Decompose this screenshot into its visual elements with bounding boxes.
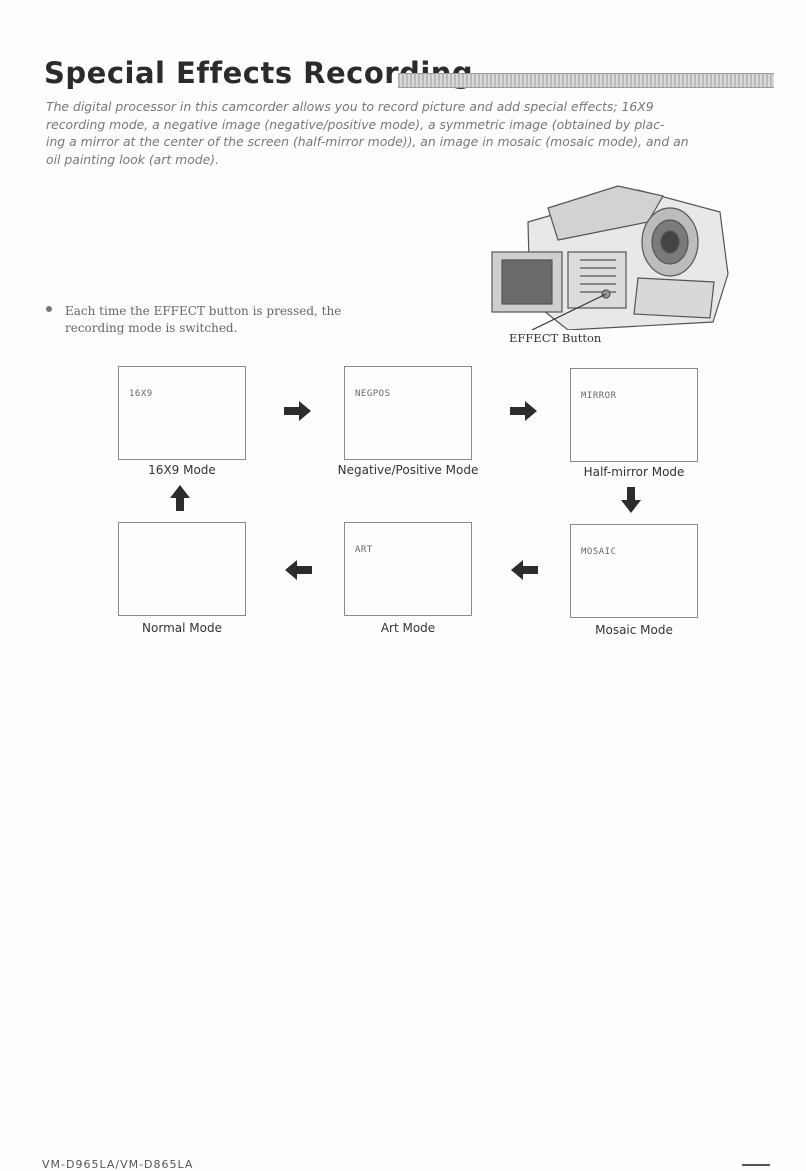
intro-line: recording mode, a negative image (negati… xyxy=(46,116,665,132)
model-footer: VM-D965LA/VM-D865LA xyxy=(42,1158,194,1171)
osd-text: NEGPOS xyxy=(355,389,391,399)
caption-art-mode: Art Mode xyxy=(380,621,436,635)
screen-art: ART xyxy=(344,522,472,616)
bullet-dot xyxy=(46,306,52,312)
caption-16x9-mode: 16X9 Mode xyxy=(148,463,216,477)
osd-text: MIRROR xyxy=(581,391,617,401)
intro-paragraph: The digital processor in this camcorder … xyxy=(46,98,776,168)
arrow-left-icon xyxy=(511,560,538,580)
intro-line: The digital processor in this camcorder … xyxy=(46,99,654,114)
caption-mosaic-mode: Mosaic Mode xyxy=(595,623,673,637)
bullet-line: Each time the EFFECT button is pressed, … xyxy=(65,304,342,318)
intro-line: oil painting look (art mode). xyxy=(46,151,220,167)
caption-negpos-mode: Negative/Positive Mode xyxy=(337,463,479,477)
osd-text: 16X9 xyxy=(129,389,153,399)
screen-mosaic: MOSAIC xyxy=(570,524,698,618)
arrow-right-icon xyxy=(284,401,311,421)
title-rule xyxy=(398,73,774,88)
screen-negpos: NEGPOS xyxy=(344,366,472,460)
arrow-up-icon xyxy=(170,485,190,511)
camcorder-illustration xyxy=(491,185,729,330)
page-number-rule xyxy=(742,1164,770,1166)
bullet-note: Each time the EFFECT button is pressed, … xyxy=(46,303,406,337)
arrow-left-icon xyxy=(285,560,312,580)
osd-text: MOSAIC xyxy=(581,547,617,557)
intro-line: ing a mirror at the center of the screen… xyxy=(46,134,689,149)
caption-half-mirror-mode: Half-mirror Mode xyxy=(583,465,685,479)
arrow-right-icon xyxy=(510,401,537,421)
screen-16x9: 16X9 xyxy=(118,366,246,460)
caption-normal-mode: Normal Mode xyxy=(142,621,222,635)
screen-mirror: MIRROR xyxy=(570,368,698,462)
osd-text: ART xyxy=(355,545,373,555)
screen-normal xyxy=(118,522,246,616)
arrow-down-icon xyxy=(621,487,641,513)
bullet-line: recording mode is switched. xyxy=(65,321,238,335)
effect-button-label: EFFECT Button xyxy=(509,331,602,345)
